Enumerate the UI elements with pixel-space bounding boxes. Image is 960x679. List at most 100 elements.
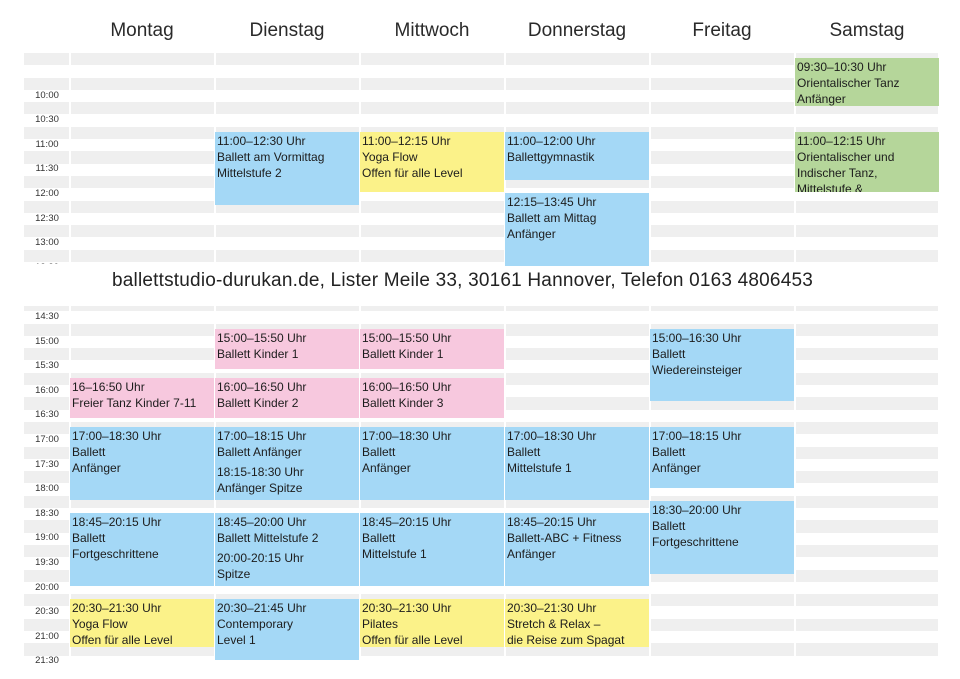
class-text: Mittelstufe 2 xyxy=(217,165,282,180)
day-header-montag: Montag xyxy=(110,20,174,41)
class-text: Ballett xyxy=(72,531,106,546)
class-subtext: 20:00-20:15 Uhr xyxy=(217,551,304,566)
time-label: 16:00 xyxy=(35,384,59,396)
class-text: Anfänger xyxy=(362,461,411,475)
time-row-band xyxy=(24,225,938,238)
class-text: Ballett am Mittag xyxy=(507,211,597,226)
time-label: 20:30 xyxy=(35,606,59,618)
class-text: Ballett xyxy=(507,445,541,459)
time-label: 21:30 xyxy=(35,655,59,667)
time-label: 10:30 xyxy=(35,114,59,126)
class-text: Wiedereinsteiger xyxy=(652,362,743,377)
class-text: Anfänger xyxy=(507,227,556,242)
day-header-samstag: Samstag xyxy=(829,20,905,41)
class-text: 16–16:50 Uhr xyxy=(72,379,145,394)
time-label: 21:00 xyxy=(35,630,59,642)
class-subtext: 18:15-18:30 Uhr xyxy=(217,465,304,479)
class-text: 18:30–20:00 Uhr xyxy=(652,502,742,517)
class-text: Fortgeschrittene xyxy=(652,534,739,549)
time-label: 20:00 xyxy=(35,581,59,593)
class-text: Level 1 xyxy=(217,633,256,648)
class-text: 15:00–15:50 Uhr xyxy=(362,330,452,345)
class-text: Stretch & Relax – xyxy=(507,617,601,632)
class-text: Ballett Kinder 1 xyxy=(362,346,444,361)
day-header-mittwoch: Mittwoch xyxy=(394,20,470,41)
class-text: 18:45–20:15 Uhr xyxy=(507,515,597,530)
class-text: 11:00–12:15 Uhr xyxy=(797,133,886,148)
class-text: 15:00–15:50 Uhr xyxy=(217,330,307,345)
day-header-donnerstag: Donnerstag xyxy=(527,20,627,41)
class-text: Anfänger xyxy=(507,547,556,562)
class-text: 17:00–18:15 Uhr xyxy=(652,429,742,443)
class-text: Yoga Flow xyxy=(362,149,418,164)
class-text: 09:30–10:30 Uhr xyxy=(797,60,887,74)
time-label: 11:00 xyxy=(35,138,59,150)
class-text: 20:30–21:45 Uhr xyxy=(217,601,307,616)
class-text: die Reise zum Spagat xyxy=(507,633,625,648)
class-text: 17:00–18:15 Uhr xyxy=(217,429,307,443)
time-label: 17:30 xyxy=(35,458,59,470)
info-bar xyxy=(24,264,938,306)
class-text: Ballett xyxy=(362,531,396,546)
class-text: 11:00–12:30 Uhr xyxy=(217,133,306,148)
class-text: 11:00–12:15 Uhr xyxy=(362,133,451,148)
class-text: 16:00–16:50 Uhr xyxy=(217,379,307,394)
class-text: Ballettgymnastik xyxy=(507,149,595,164)
class-text: 18:45–20:15 Uhr xyxy=(362,515,452,530)
class-text: Ballett am Vormittag xyxy=(217,149,325,164)
class-text: Offen für alle Level xyxy=(362,633,463,648)
time-label: 10:00 xyxy=(35,89,59,101)
class-text: Ballett xyxy=(362,445,396,459)
class-text: Freier Tanz Kinder 7-11 xyxy=(72,395,197,410)
class-text: Ballett xyxy=(72,445,106,459)
time-label: 13:00 xyxy=(35,237,59,249)
class-text: 12:15–13:45 Uhr xyxy=(507,195,597,210)
time-label: 17:00 xyxy=(35,434,59,445)
class-text: Ballett xyxy=(652,518,686,533)
column-divider xyxy=(504,53,506,656)
class-text: 18:45–20:15 Uhr xyxy=(72,515,162,530)
class-text: Orientalischer und xyxy=(797,149,895,164)
class-text: Fortgeschrittene xyxy=(72,547,159,562)
class-text: 18:45–20:00 Uhr xyxy=(217,515,307,530)
column-divider xyxy=(69,53,71,656)
class-text: 16:00–16:50 Uhr xyxy=(362,379,452,394)
time-label: 12:00 xyxy=(35,188,59,199)
class-text: 20:30–21:30 Uhr xyxy=(72,601,162,616)
class-text: Ballett xyxy=(652,445,686,459)
class-text: Ballett Anfänger xyxy=(217,445,302,459)
time-row-band xyxy=(24,53,938,66)
class-text: Ballett-ABC + Fitness xyxy=(507,531,622,546)
time-row-band xyxy=(24,102,938,115)
class-text: 15:00–16:30 Uhr xyxy=(652,330,742,345)
class-text: 17:00–18:30 Uhr xyxy=(507,429,597,443)
class-text: Indischer Tanz, xyxy=(797,165,878,180)
time-label: 14:30 xyxy=(35,311,59,322)
